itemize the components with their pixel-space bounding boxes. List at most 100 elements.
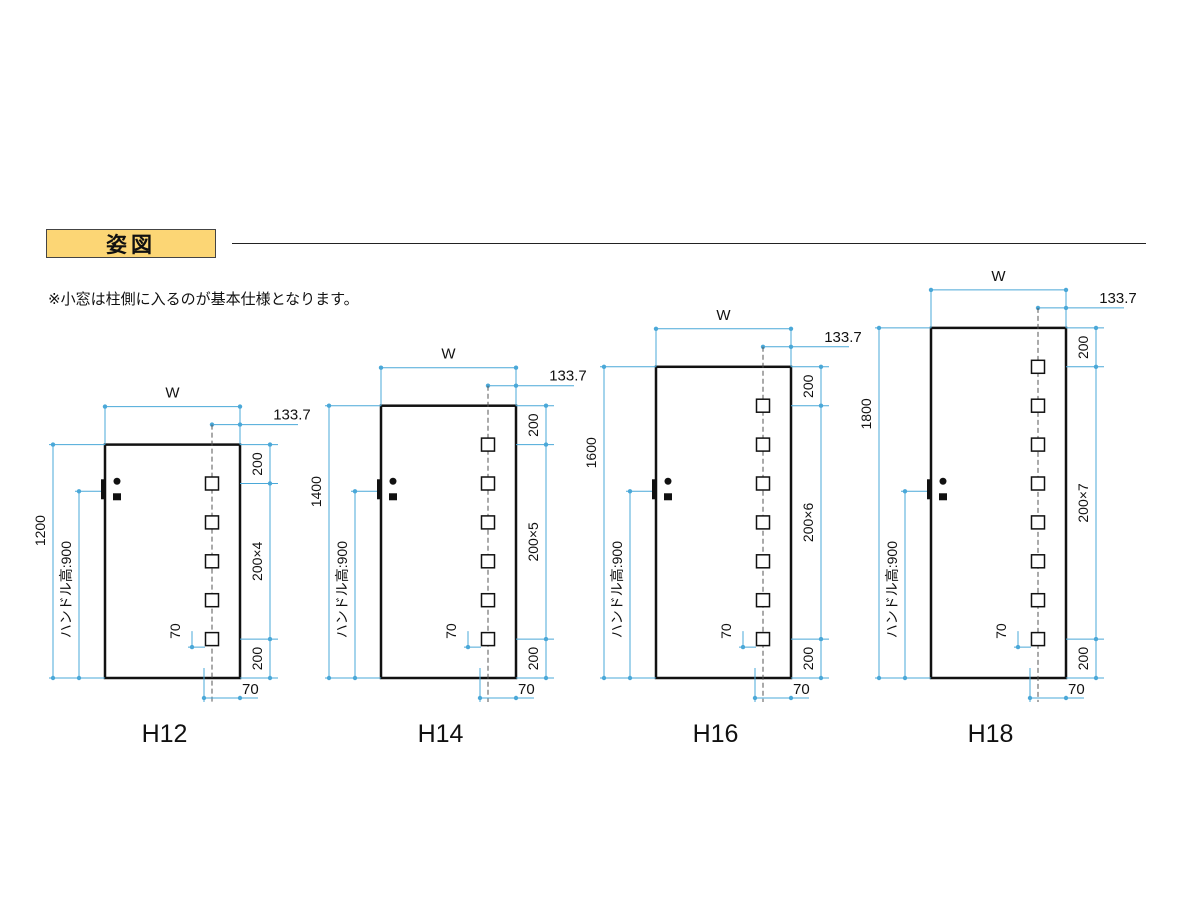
h18-vertical-dim-dot <box>1093 364 1099 369</box>
h12-vertical-dim-dot <box>267 442 273 447</box>
h14-small-window <box>480 592 496 608</box>
h16-keyhole-icon <box>664 477 672 485</box>
h14-handle-dim-dot <box>352 489 358 494</box>
h12-window-size-label: 70 <box>167 623 183 639</box>
h12-vertical-dim-dot <box>267 675 273 681</box>
h12-small-window <box>204 476 220 491</box>
h12-window-size-dot <box>189 644 195 650</box>
h12-hinge-icon <box>101 479 106 500</box>
h14-window-size-dot <box>465 644 471 650</box>
h18-bottom-offset-dot <box>1027 695 1033 701</box>
h16-bottom-offset-dot <box>788 695 794 701</box>
h18-handle-icon <box>939 493 947 501</box>
h14-middle-dim-label: 200×5 <box>525 522 541 562</box>
h18-small-window <box>1030 554 1046 569</box>
h14-keyhole-icon <box>389 477 397 485</box>
h16-width-label: W <box>716 307 731 324</box>
h18-bottom-offset-label: 70 <box>1068 681 1085 698</box>
h18-middle-dim-label: 200×7 <box>1075 483 1091 523</box>
h16-offset-dim-dot <box>788 344 794 349</box>
h12-vertical-dim-dot <box>267 481 273 486</box>
h18-vertical-dim-dot <box>1093 675 1099 681</box>
h14-handle-dim-dot <box>352 675 358 681</box>
h16-vertical-dim-dot <box>818 636 824 642</box>
h12-small-window <box>204 554 220 569</box>
h16-handle-dim-dot <box>627 489 633 494</box>
h12-small-window <box>204 631 220 647</box>
h18-small-window <box>1030 515 1046 530</box>
h18-handle-label: ハンドル高:900 <box>884 541 900 638</box>
h14-height-label: 1400 <box>308 476 324 507</box>
h14-small-window <box>480 476 496 491</box>
h18-vertical-dim-dot <box>1093 636 1099 642</box>
h16-bottom-dim-label: 200 <box>800 647 816 671</box>
h18-handle-dim-dot <box>902 675 908 681</box>
h18-offset-label: 133.7 <box>1099 290 1137 307</box>
h18-bottom-offset-dot <box>1063 695 1069 701</box>
h12-small-window <box>204 515 220 530</box>
h16-vertical-dim-dot <box>818 403 824 408</box>
h18-small-window <box>1030 359 1046 375</box>
h12-width-dim-dot <box>237 404 243 409</box>
h16-small-window <box>755 631 771 647</box>
h12-door-panel <box>103 443 242 680</box>
h18-model-label: H18 <box>968 720 1014 748</box>
h14-window-size-label: 70 <box>443 623 459 639</box>
h14-handle-label: ハンドル高:900 <box>334 541 350 638</box>
h16-model-label: H16 <box>693 720 739 748</box>
h16-height-dim-dot <box>601 675 607 681</box>
h14-bottom-dim-label: 200 <box>525 647 541 671</box>
h18-height-label: 1800 <box>858 398 874 429</box>
h18-height-dim-dot <box>876 325 882 331</box>
h14-height-dim-dot <box>326 675 332 681</box>
h14-model-label: H14 <box>418 720 464 748</box>
h14-vertical-dim-dot <box>543 636 549 642</box>
h14-top-dim-label: 200 <box>525 413 541 437</box>
h14-bottom-offset-dot <box>477 695 483 701</box>
h18-width-dim-dot <box>1063 287 1069 293</box>
h16-height-label: 1600 <box>583 437 599 468</box>
section-title-badge: 姿図 <box>46 229 216 258</box>
h16-window-size-dot <box>740 644 746 650</box>
h12-bottom-offset-label: 70 <box>242 681 259 698</box>
h14-offset-label: 133.7 <box>549 368 587 385</box>
h16-small-window <box>755 592 771 608</box>
h16-height-dim-dot <box>601 364 607 369</box>
h12-keyhole-icon <box>113 477 121 485</box>
h18-hinge-icon <box>927 479 932 500</box>
h14-offset-dim-dot <box>513 383 519 388</box>
h12-offset-label: 133.7 <box>273 407 311 424</box>
h12-height-label: 1200 <box>32 515 48 546</box>
h18-handle-dim-dot <box>902 489 908 494</box>
h12-offset-dim-dot <box>237 422 243 427</box>
h14-bottom-offset-label: 70 <box>518 681 535 698</box>
h16-handle-icon <box>664 493 672 501</box>
h16-small-window <box>755 437 771 452</box>
h16-middle-dim-label: 200×6 <box>800 503 816 543</box>
spec-note: ※小窓は柱側に入るのが基本仕様となります。 <box>48 290 359 308</box>
h16-offset-label: 133.7 <box>824 329 862 346</box>
h12-handle-icon <box>113 493 121 501</box>
h16-window-size-label: 70 <box>718 623 734 639</box>
h16-handle-label: ハンドル高:900 <box>609 541 625 638</box>
h16-vertical-dim-dot <box>818 675 824 681</box>
h16-handle-dim-dot <box>627 675 633 681</box>
h12-bottom-dim-label: 200 <box>249 647 265 671</box>
h18-offset-dim-dot <box>1035 305 1041 311</box>
h12-height-dim-dot <box>50 675 56 681</box>
h18-vertical-dim-dot <box>1093 325 1099 331</box>
section-title: 姿図 <box>106 232 156 257</box>
h18-height-dim-dot <box>876 675 882 681</box>
h14-small-window <box>480 631 496 647</box>
h16-top-dim-label: 200 <box>800 374 816 398</box>
h18-window-size-label: 70 <box>993 623 1009 639</box>
title-divider <box>232 243 1146 244</box>
h18-offset-dim-dot <box>1063 305 1069 311</box>
h16-small-window <box>755 515 771 530</box>
h12-handle-dim-dot <box>76 489 82 494</box>
h14-small-window <box>480 437 496 452</box>
h14-handle-icon <box>389 493 397 501</box>
h12-model-label: H12 <box>142 720 188 748</box>
h18-small-window <box>1030 476 1046 491</box>
